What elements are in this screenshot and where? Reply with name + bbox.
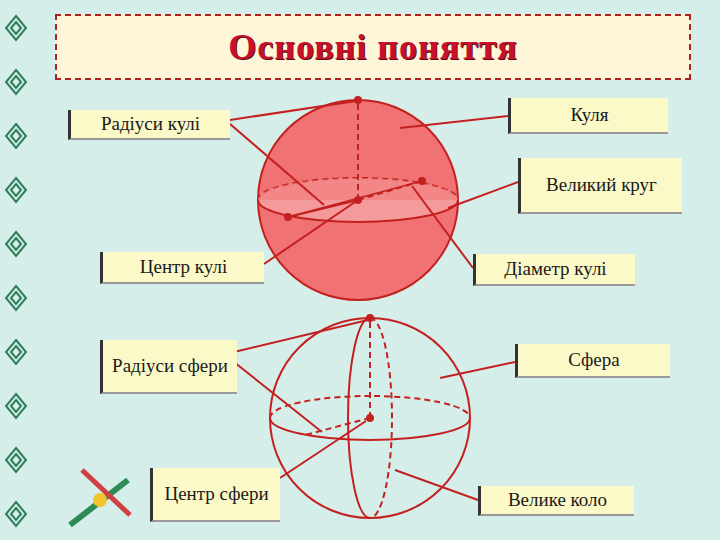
- title: Основні поняття: [228, 26, 517, 68]
- label-text: Діаметр кулі: [504, 258, 606, 280]
- label-box: Великий круг: [518, 158, 682, 214]
- label-text: Великий круг: [546, 174, 657, 196]
- ornament: [6, 502, 26, 526]
- label-box: Велике коло: [478, 486, 634, 516]
- pencil-icon: [70, 470, 130, 525]
- sphere: [270, 315, 470, 518]
- label-box: Центр кулі: [100, 252, 264, 284]
- label-box: Куля: [508, 98, 668, 134]
- label-text: Велике коло: [508, 489, 607, 511]
- label-box: Діаметр кулі: [473, 254, 635, 286]
- ornament: [6, 232, 26, 256]
- label-box: Радіуси кулі: [68, 110, 230, 140]
- label-text: Куля: [570, 104, 608, 126]
- label-text: Радіуси сфери: [112, 355, 228, 377]
- ornament: [6, 16, 26, 40]
- label-text: Центр кулі: [140, 256, 228, 278]
- ornament: [6, 286, 26, 310]
- ornament: [6, 178, 26, 202]
- ball: [258, 97, 458, 300]
- label-text: Радіуси кулі: [101, 113, 200, 135]
- label-box: Радіуси сфери: [100, 340, 237, 394]
- label-box: Центр сфери: [150, 468, 280, 522]
- title-box: Основні поняття: [55, 14, 691, 80]
- ornament: [6, 70, 26, 94]
- ornament: [6, 340, 26, 364]
- label-box: Сфера: [515, 344, 670, 378]
- leader-lines: [230, 101, 518, 268]
- ornament: [6, 448, 26, 472]
- ornament: [6, 394, 26, 418]
- ornament: [6, 124, 26, 148]
- decorative-border: [6, 16, 26, 526]
- label-text: Центр сфери: [164, 483, 268, 505]
- label-text: Сфера: [568, 349, 619, 371]
